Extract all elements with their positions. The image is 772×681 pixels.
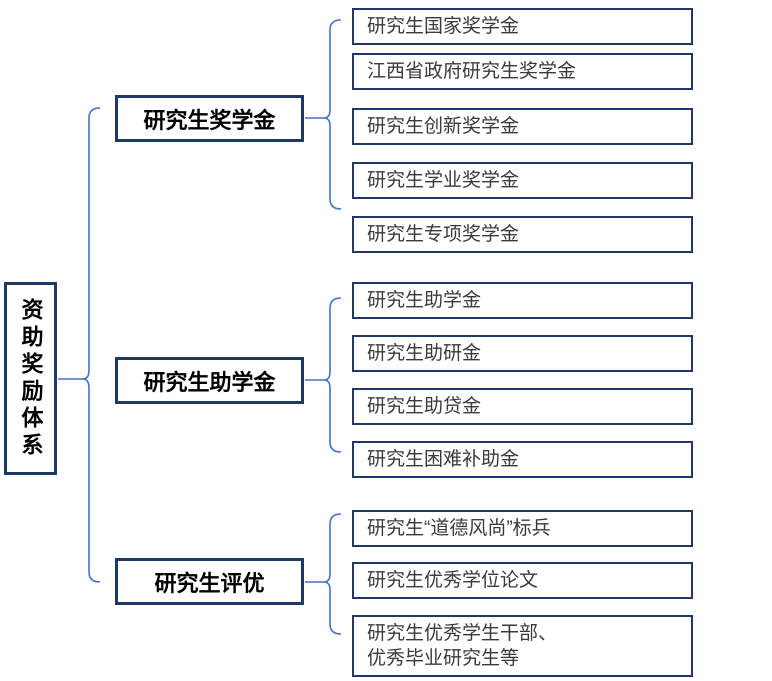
root-label: 资助奖励体系 [18,297,44,460]
branch-label: 研究生助学金 [143,369,276,395]
brace-branch-2 [323,297,342,453]
leaf-node: 研究生创新奖学金 [352,108,693,145]
leaf-node: 江西省政府研究生奖学金 [352,53,693,90]
root-node: 资助奖励体系 [4,282,57,475]
branch-label: 研究生奖学金 [143,107,276,133]
brace-root [82,107,101,583]
branch-label: 研究生评优 [154,570,265,596]
leaf-node: 研究生优秀学生干部、 优秀毕业研究生等 [352,615,693,677]
leaf-node: 研究生“道德风尚”标兵 [352,510,693,547]
leaf-node: 研究生困难补助金 [352,441,693,478]
leaf-node: 研究生优秀学位论文 [352,562,693,599]
leaf-node: 研究生专项奖学金 [352,216,693,253]
leaf-node: 研究生学业奖学金 [352,162,693,199]
brace-branch-3 [323,513,342,635]
leaf-node: 研究生助贷金 [352,388,693,425]
leaf-node: 研究生助研金 [352,335,693,372]
branch-node-scholarship: 研究生奖学金 [115,95,304,142]
branch-node-evaluation: 研究生评优 [115,558,304,605]
leaf-node: 研究生国家奖学金 [352,8,693,45]
brace-branch-1 [323,19,342,210]
leaf-node: 研究生助学金 [352,282,693,319]
branch-node-grant: 研究生助学金 [115,357,304,404]
